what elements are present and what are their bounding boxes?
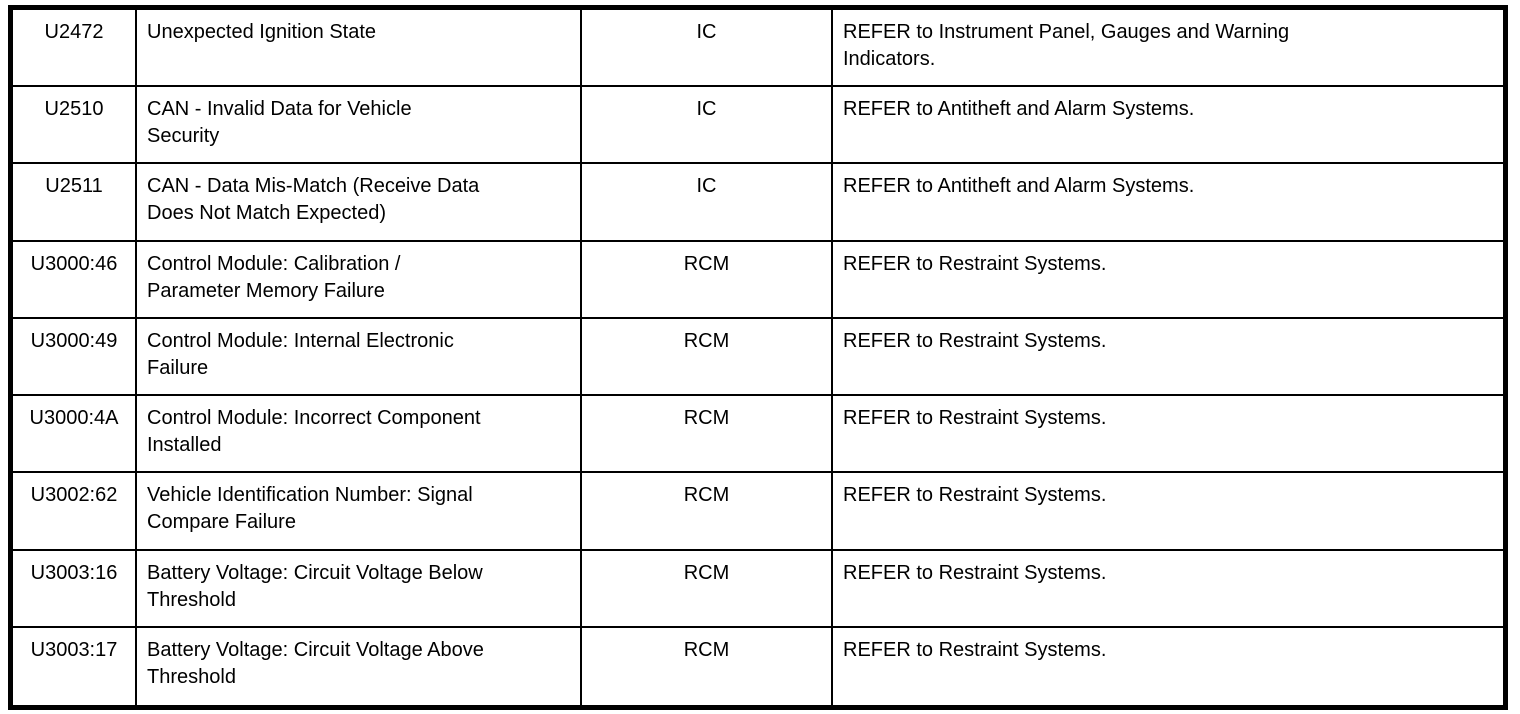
dtc-description-cell: Battery Voltage: Circuit Voltage Above T… (137, 627, 582, 705)
dtc-code-cell: U3000:49 (13, 318, 137, 397)
dtc-action-cell: REFER to Antitheft and Alarm Systems. (833, 164, 1503, 242)
dtc-description-cell: Control Module: Incorrect Component Inst… (137, 396, 582, 474)
dtc-action-cell: REFER to Restraint Systems. (833, 319, 1503, 397)
dtc-code-cell: U3000:46 (13, 241, 137, 319)
dtc-module-cell: RCM (582, 473, 833, 551)
dtc-description-cell: Control Module: Internal Electronic Fail… (137, 318, 582, 397)
dtc-description-cell: Unexpected Ignition State (137, 10, 582, 88)
dtc-module-cell: RCM (582, 241, 833, 319)
dtc-code-cell: U2511 (13, 164, 137, 242)
dtc-module-cell: IC (582, 87, 833, 165)
dtc-code-cell: U3000:4A (13, 396, 137, 474)
dtc-code-cell: U2472 (13, 10, 137, 88)
dtc-action-cell: REFER to Restraint Systems. (843, 638, 1107, 661)
dtc-action-cell: REFER to Restraint Systems. (833, 396, 1503, 474)
dtc-description-cell: Battery Voltage: Circuit Voltage Below T… (137, 550, 582, 628)
dtc-table: U2472 Unexpected Ignition State IC REFER… (8, 5, 1508, 710)
dtc-module-cell: RCM (582, 396, 833, 474)
dtc-description-cell: CAN - Invalid Data for Vehicle Security (137, 87, 582, 165)
dtc-description-cell: Control Module: Calibration / Parameter … (137, 241, 582, 319)
dtc-module-cell: IC (582, 164, 833, 242)
dtc-code-cell: U3002:62 (13, 473, 137, 551)
dtc-description-cell: Vehicle Identification Number: Signal Co… (137, 473, 582, 551)
dtc-action-cell: REFER to Instrument Panel, Gauges and Wa… (833, 10, 1503, 88)
dtc-description-cell: CAN - Data Mis-Match (Receive Data Does … (137, 164, 582, 242)
dtc-action-cell: REFER to Antitheft and Alarm Systems. (833, 87, 1503, 165)
dtc-action-cell: REFER to Restraint Systems. (833, 473, 1503, 551)
dtc-module-cell: RCM (582, 318, 833, 397)
dtc-module-cell: RCM (582, 627, 833, 705)
dtc-action-cell: REFER to Restraint Systems. (833, 551, 1503, 628)
dtc-code-cell: U3003:17 (13, 627, 137, 705)
dtc-code-cell: U3003:16 (13, 550, 137, 628)
dtc-module-cell: RCM (582, 550, 833, 628)
dtc-code-cell: U2510 (13, 87, 137, 165)
dtc-module-cell: IC (582, 10, 833, 88)
dtc-action-cell: REFER to Restraint Systems. (833, 242, 1503, 319)
